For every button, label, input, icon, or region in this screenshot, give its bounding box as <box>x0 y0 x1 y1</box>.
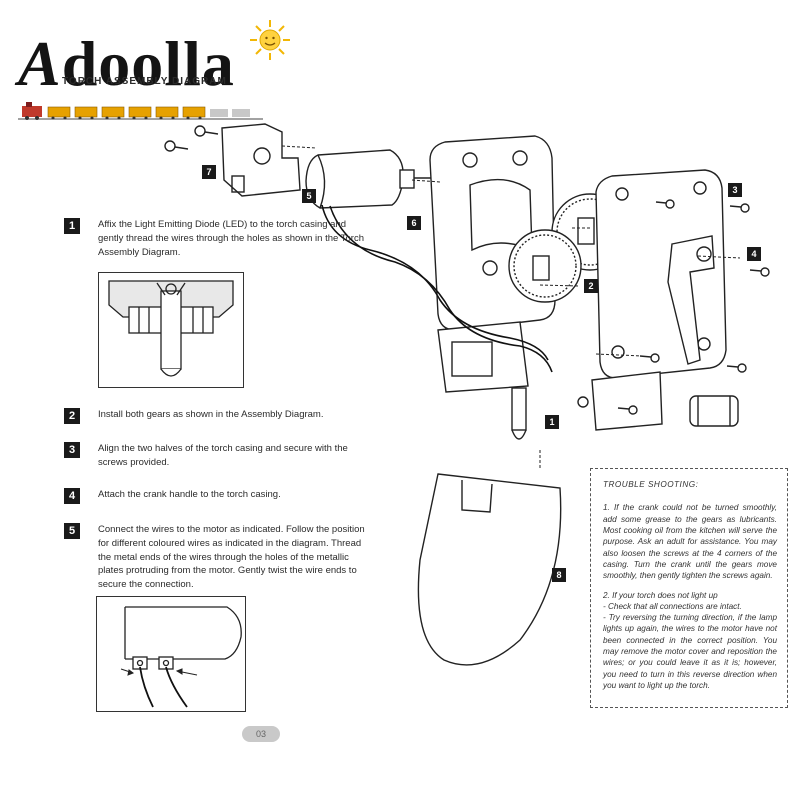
step-text: Align the two halves of the torch casing… <box>98 443 348 468</box>
page-number: 03 <box>242 726 280 742</box>
step-5: 5 Connect the wires to the motor as indi… <box>64 523 366 592</box>
step-text: Attach the crank handle to the torch cas… <box>98 489 281 500</box>
trouble-shooting-box: TROUBLE SHOOTING: 1. If the crank could … <box>590 468 788 708</box>
callout-7: 7 <box>202 165 216 179</box>
callout-1: 1 <box>545 415 559 429</box>
led-inset-figure <box>98 272 244 388</box>
callout-4: 4 <box>747 247 761 261</box>
step-1: 1 Affix the Light Emitting Diode (LED) t… <box>64 218 366 259</box>
screw-icon <box>194 125 219 137</box>
step-number: 4 <box>64 488 80 504</box>
trouble-tip-2-check: - Check that all connections are intact. <box>603 601 742 611</box>
step-4: 4 Attach the crank handle to the torch c… <box>64 488 366 504</box>
step-text: Install both gears as shown in the Assem… <box>98 409 324 420</box>
trouble-heading: TROUBLE SHOOTING: <box>603 480 699 489</box>
motor-wiring-illustration <box>120 606 242 708</box>
callout-5: 5 <box>302 189 316 203</box>
step-2: 2 Install both gears as shown in the Ass… <box>64 408 366 424</box>
step-text: Affix the Light Emitting Diode (LED) to … <box>98 219 364 258</box>
logo-text: Adoolla <box>18 28 235 99</box>
step-text: Connect the wires to the motor as indica… <box>98 524 365 591</box>
assembly-diagram <box>164 123 770 666</box>
step-number: 1 <box>64 218 80 234</box>
sun-icon <box>250 20 290 60</box>
diagram-title: TORCH ASSEMBLY DIAGRAM <box>62 76 227 87</box>
step-number: 3 <box>64 442 80 458</box>
callout-3: 3 <box>728 183 742 197</box>
trouble-tip-2-title: 2. If your torch does not light up <box>603 590 718 600</box>
step-number: 2 <box>64 408 80 424</box>
logo <box>14 10 290 130</box>
led-fitting-illustration <box>108 280 234 377</box>
train-icon <box>18 102 263 120</box>
motor-wiring-inset <box>96 596 246 712</box>
callout-2: 2 <box>584 279 598 293</box>
step-3: 3 Align the two halves of the torch casi… <box>64 442 366 470</box>
screw-icon <box>164 140 189 152</box>
trouble-tip-1: 1. If the crank could not be turned smoo… <box>603 503 777 581</box>
callout-8: 8 <box>552 568 566 582</box>
callout-6: 6 <box>407 216 421 230</box>
step-number: 5 <box>64 523 80 539</box>
trouble-tip-2-reverse: - Try reversing the turning direction, i… <box>603 613 777 690</box>
